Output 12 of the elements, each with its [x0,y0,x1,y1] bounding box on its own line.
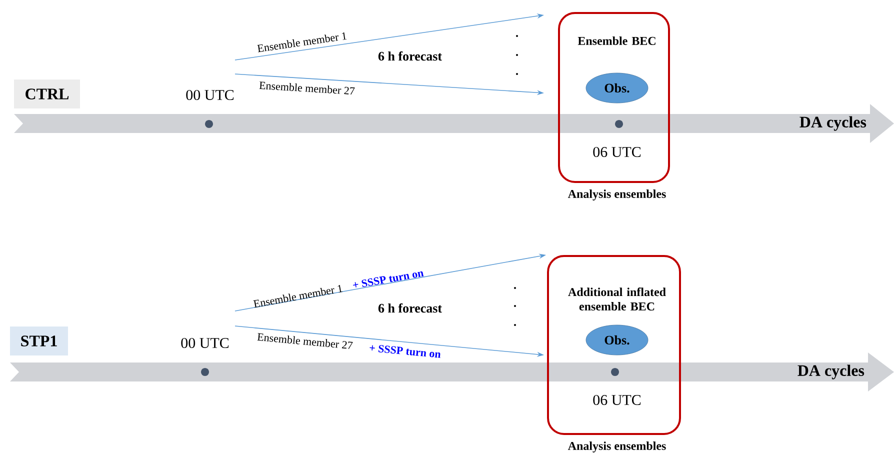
edge-label: Ensemble member 1 [257,32,347,52]
duration-label: 6 h forecast [378,51,442,61]
scheme-label: STP1 [10,326,68,356]
edge-label: Ensemble member 27 [259,82,355,94]
edge-label: Ensemble member 27 [257,333,353,349]
frame-caption: Analysis ensembles [568,442,666,452]
time-label: 00 UTC [181,338,229,348]
scheme-label: CTRL [14,80,80,108]
scheme-note: + SSSP turn on [353,271,424,288]
frame-caption: Analysis ensembles [568,190,666,200]
duration-label: 6 h forecast [378,303,442,313]
edge-label: Ensemble member 1 [253,284,343,308]
